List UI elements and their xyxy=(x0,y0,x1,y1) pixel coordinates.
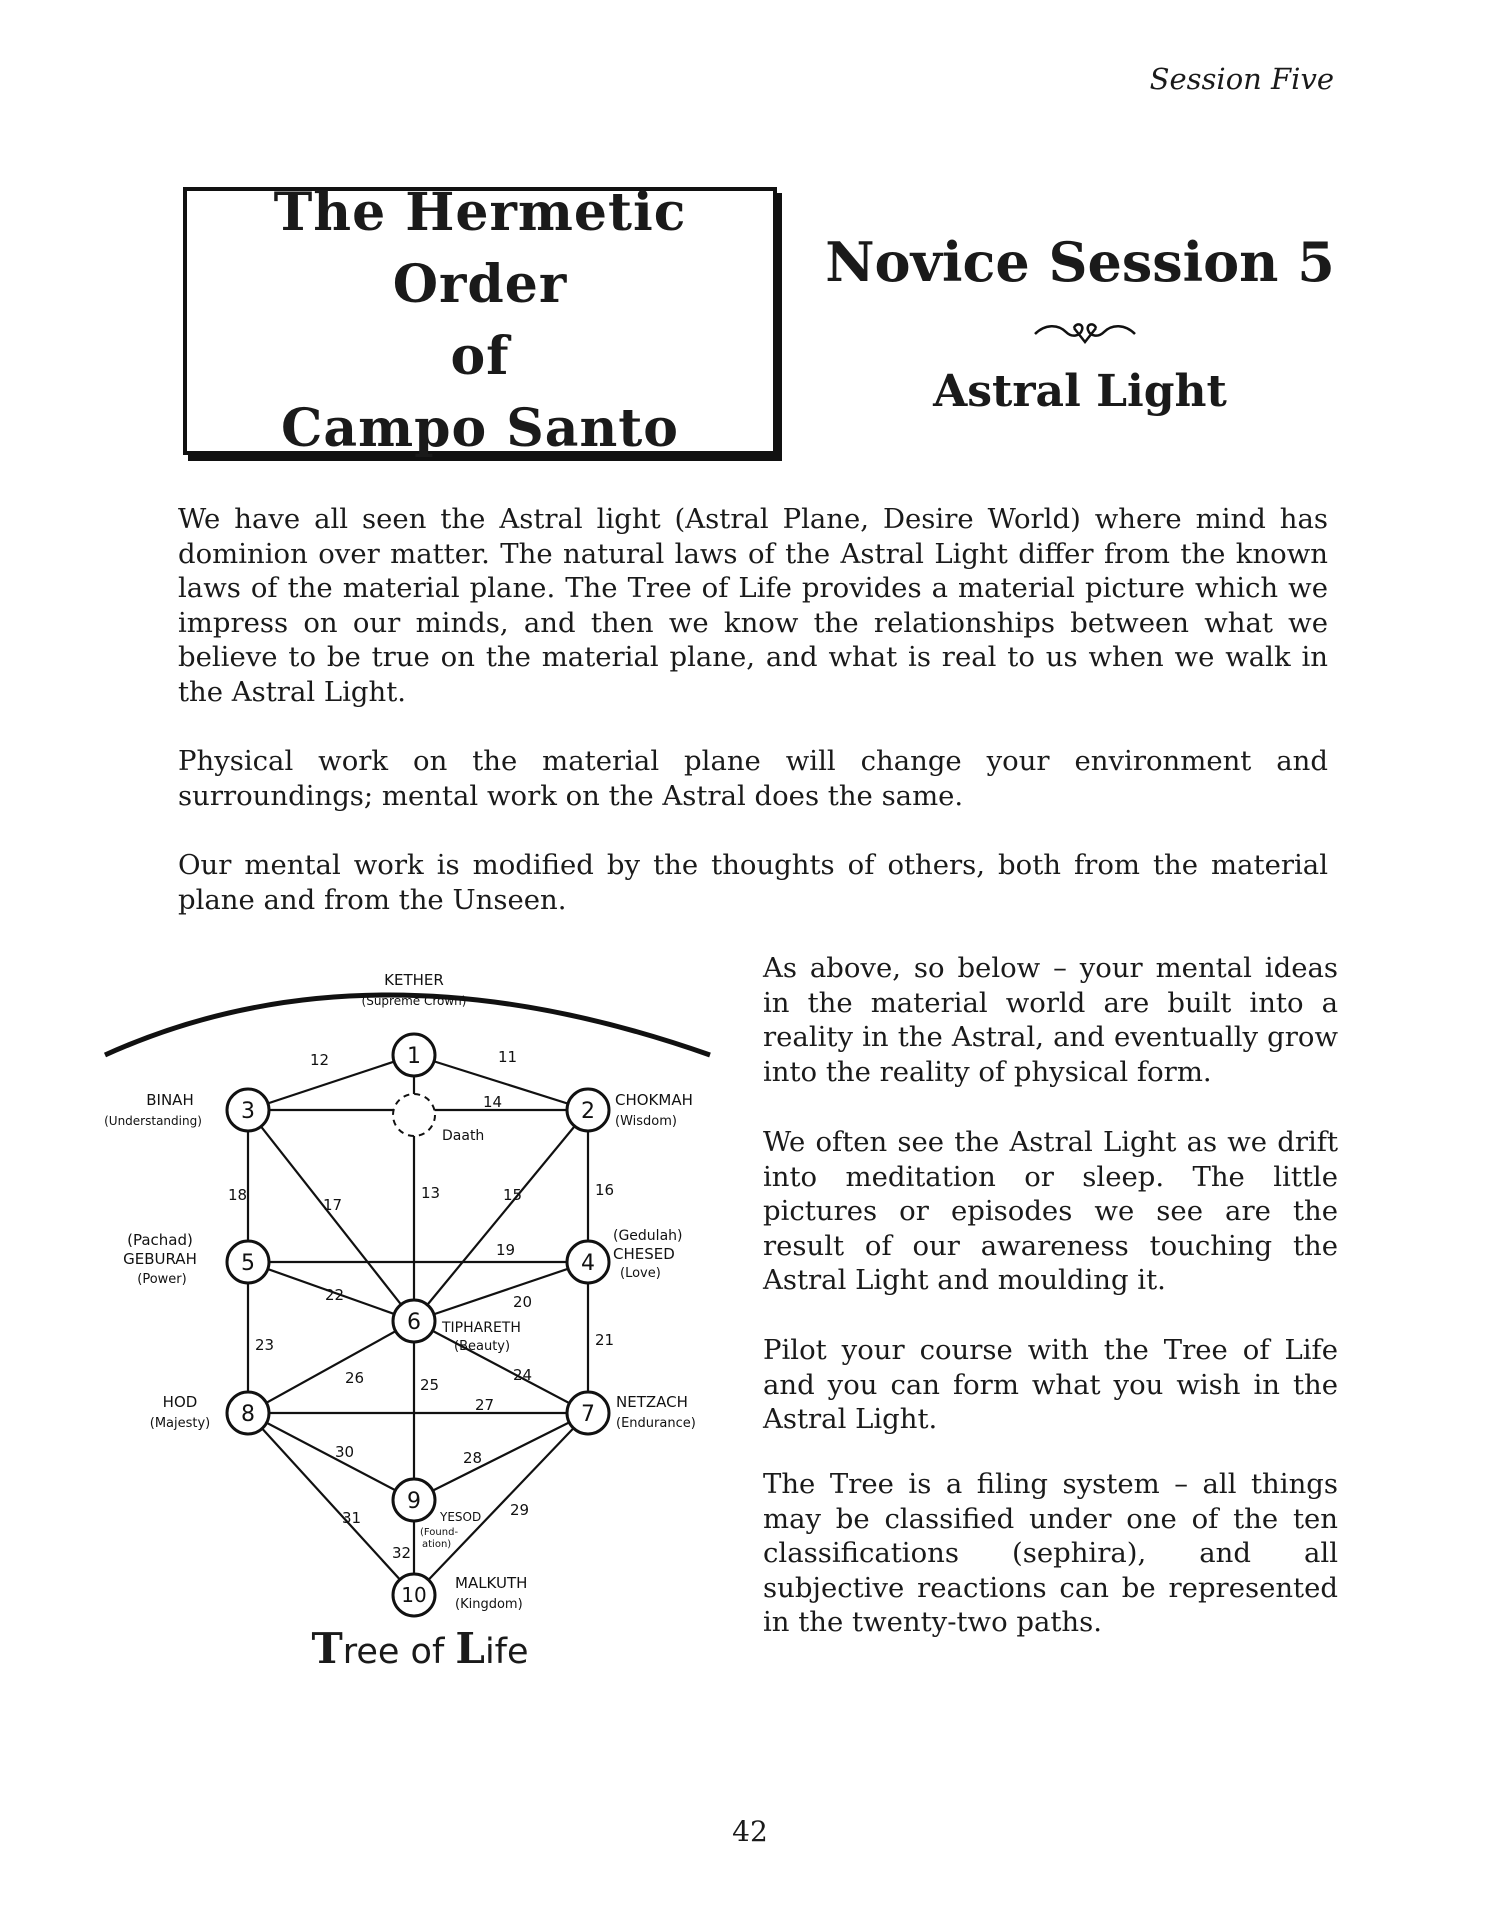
yesod-label: YESOD xyxy=(439,1510,481,1524)
order-title-line-3: Campo Santo xyxy=(280,398,679,459)
caption-ife: ife xyxy=(484,1632,529,1672)
path-29: 29 xyxy=(510,1501,529,1519)
column-paragraph-3: Pilot your course with the Tree of Life … xyxy=(763,1334,1338,1436)
pachad-label: (Pachad) xyxy=(127,1231,193,1249)
sephira-6 xyxy=(391,1298,437,1344)
sephira-4 xyxy=(565,1239,611,1285)
body-paragraph-2: Physical work on the material plane will… xyxy=(178,745,1328,812)
caption-letter-t: T xyxy=(311,1624,343,1673)
chokmah-label: CHOKMAH xyxy=(615,1091,693,1109)
sephira-2-number: 2 xyxy=(581,1099,595,1124)
path-28: 28 xyxy=(463,1449,482,1467)
sephira-5-number: 5 xyxy=(241,1251,255,1276)
session-subtitle: Astral Light xyxy=(933,366,1227,417)
crown-arc xyxy=(103,992,711,1058)
netzach-sub-label: (Endurance) xyxy=(616,1416,696,1431)
page-number: 42 xyxy=(732,1815,768,1848)
column-paragraph-1: As above, so below – your mental ideas i… xyxy=(763,952,1338,1088)
path-18: 18 xyxy=(228,1186,247,1204)
malkuth-sub-label: (Kingdom) xyxy=(455,1597,523,1612)
path-17: 17 xyxy=(323,1196,342,1214)
path-14: 14 xyxy=(483,1093,502,1111)
sephira-9 xyxy=(391,1477,437,1523)
tree-of-life-caption: Tree of Life xyxy=(250,1624,590,1673)
order-title-line-2: of xyxy=(450,326,510,387)
chesed-sub-label: (Love) xyxy=(620,1266,661,1281)
tiphareth-sub-label: (Beauty) xyxy=(454,1339,510,1354)
tree-of-life-diagram: 1 2 3 4 5 6 7 8 9 10 KETHER (Supreme Cro… xyxy=(103,971,711,1618)
sephira-7-number: 7 xyxy=(581,1402,595,1427)
sephira-8-number: 8 xyxy=(241,1402,255,1427)
geburah-label: GEBURAH xyxy=(123,1250,197,1268)
sephira-3 xyxy=(225,1087,271,1133)
column-paragraph-4: The Tree is a filing system – all things… xyxy=(763,1468,1338,1639)
path-31: 31 xyxy=(342,1509,361,1527)
sephira-7 xyxy=(565,1390,611,1436)
yesod-sub-label-2: ation) xyxy=(422,1539,451,1550)
path-30: 30 xyxy=(335,1443,354,1461)
path-19: 19 xyxy=(496,1241,515,1259)
column-paragraph-2: We often see the Astral Light as we drif… xyxy=(763,1126,1338,1297)
chesed-label: CHESED xyxy=(613,1245,675,1263)
session-title: Novice Session 5 xyxy=(825,230,1335,294)
path-26: 26 xyxy=(345,1369,364,1387)
caption-ree: ree xyxy=(342,1632,400,1672)
running-head: Session Five xyxy=(1149,62,1334,96)
hod-sub-label: (Majesty) xyxy=(150,1416,211,1431)
path-16: 16 xyxy=(595,1181,614,1199)
sephira-1-number: 1 xyxy=(407,1044,421,1069)
malkuth-label: MALKUTH xyxy=(455,1574,527,1592)
path-21: 21 xyxy=(595,1331,614,1349)
path-15: 15 xyxy=(503,1186,522,1204)
order-title-box: The Hermetic Order of Campo Santo xyxy=(183,182,777,459)
flourish-ornament-icon xyxy=(1034,323,1136,345)
yesod-sub-label-1: (Found- xyxy=(420,1527,458,1538)
tiphareth-label: TIPHARETH xyxy=(441,1320,521,1336)
kether-sub-label: (Supreme Crown) xyxy=(362,994,467,1008)
daath-label: Daath xyxy=(442,1128,484,1144)
sephira-6-number: 6 xyxy=(407,1310,421,1335)
sephira-5 xyxy=(225,1239,271,1285)
caption-letter-l: L xyxy=(455,1624,485,1673)
path-22: 22 xyxy=(325,1286,344,1304)
sephira-3-number: 3 xyxy=(241,1099,255,1124)
path-24: 24 xyxy=(513,1366,532,1384)
path-32: 32 xyxy=(392,1544,411,1562)
hod-label: HOD xyxy=(163,1393,198,1411)
sephira-8 xyxy=(225,1390,271,1436)
body-paragraph-3: Our mental work is modified by the thoug… xyxy=(178,849,1328,916)
path-23: 23 xyxy=(255,1336,274,1354)
sephira-9-number: 9 xyxy=(407,1489,421,1514)
geburah-sub-label: (Power) xyxy=(137,1272,186,1287)
sephira-2 xyxy=(565,1087,611,1133)
path-12: 12 xyxy=(310,1051,329,1069)
path-25: 25 xyxy=(420,1376,439,1394)
caption-of: of xyxy=(399,1632,456,1672)
binah-sub-label: (Understanding) xyxy=(104,1114,202,1128)
chokmah-sub-label: (Wisdom) xyxy=(615,1114,677,1129)
path-13: 13 xyxy=(421,1184,440,1202)
netzach-label: NETZACH xyxy=(616,1393,688,1411)
sephira-10 xyxy=(391,1572,437,1618)
sephira-10-number: 10 xyxy=(401,1583,426,1607)
path-27: 27 xyxy=(475,1396,494,1414)
sephira-1 xyxy=(391,1032,437,1078)
gedulah-label: (Gedulah) xyxy=(613,1228,683,1244)
path-20: 20 xyxy=(513,1293,532,1311)
body-paragraph-1: We have all seen the Astral light (Astra… xyxy=(178,503,1328,708)
daath-circle xyxy=(392,1093,436,1137)
order-title-line-1: The Hermetic Order xyxy=(273,182,687,315)
path-11: 11 xyxy=(498,1048,517,1066)
kether-label: KETHER xyxy=(384,971,444,989)
sephira-4-number: 4 xyxy=(581,1251,595,1276)
binah-label: BINAH xyxy=(146,1091,193,1109)
